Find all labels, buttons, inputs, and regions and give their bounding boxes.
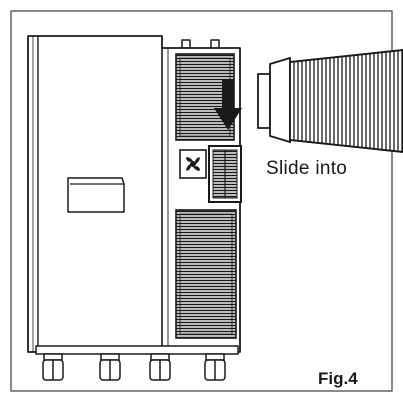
- fan-icon: [179, 149, 207, 179]
- caster-wheel: [149, 353, 171, 381]
- lower-vent-grille: [175, 209, 237, 339]
- hose-adapter: [257, 73, 271, 129]
- instruction-label: Slide into: [266, 158, 348, 179]
- caster-wheels: [42, 353, 226, 381]
- hose-body: [289, 49, 403, 153]
- figure-label: Fig.4: [318, 369, 358, 388]
- exhaust-hose: [257, 49, 403, 153]
- carry-handle: [67, 177, 125, 213]
- caster-wheel: [204, 353, 226, 381]
- figure-frame: [10, 10, 393, 392]
- caster-wheel: [42, 353, 64, 381]
- down-arrow-icon: [214, 80, 242, 130]
- caster-wheel: [99, 353, 121, 381]
- unit-base: [35, 345, 239, 355]
- window-adapter-slot: [208, 145, 242, 203]
